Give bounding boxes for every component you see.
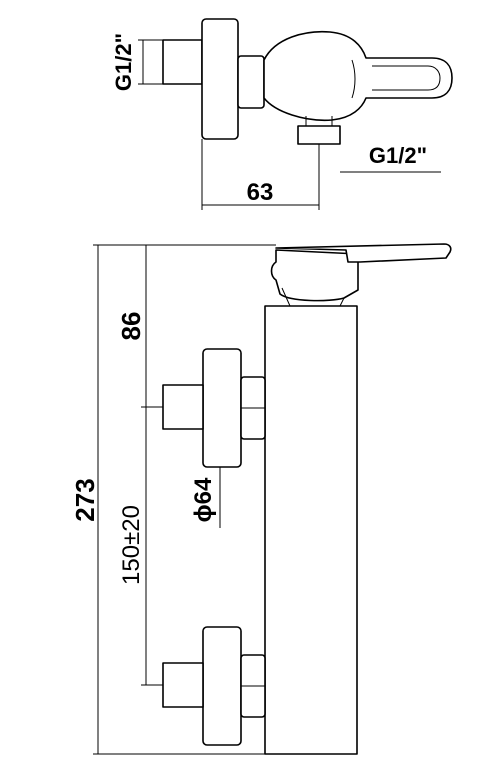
top-width-label: 63 xyxy=(247,179,274,206)
side-upper-height-label: 86 xyxy=(116,312,146,341)
top-outlet-stub xyxy=(297,125,341,145)
side-handle-lever xyxy=(275,243,452,263)
top-lever-slot xyxy=(372,65,441,91)
side-handle-collar xyxy=(281,287,345,307)
top-thread-horizontal-label: G1/2" xyxy=(369,143,427,168)
top-thread-vertical-label: G1/2" xyxy=(111,33,136,91)
top-inlet-stub xyxy=(162,39,203,85)
top-coupling-nut xyxy=(237,55,265,109)
side-overall-height-label: 273 xyxy=(70,478,100,521)
side-main-body xyxy=(264,305,358,755)
top-mixer-body xyxy=(263,30,453,122)
top-lever-line xyxy=(351,59,356,99)
side-flange-diameter-label: ϕ64 xyxy=(190,477,217,522)
side-upper-flange xyxy=(202,348,242,468)
side-center-distance-label: 150±20 xyxy=(118,505,145,585)
top-wall-flange xyxy=(201,18,239,140)
side-upper-stub xyxy=(162,384,204,430)
side-handle-head xyxy=(270,249,359,302)
side-lower-flange xyxy=(202,626,242,746)
top-view: G1/2" G1/2" 63 xyxy=(111,18,453,210)
side-view: 273 86 150±20 ϕ64 xyxy=(70,243,452,755)
side-lower-stub xyxy=(162,662,204,708)
